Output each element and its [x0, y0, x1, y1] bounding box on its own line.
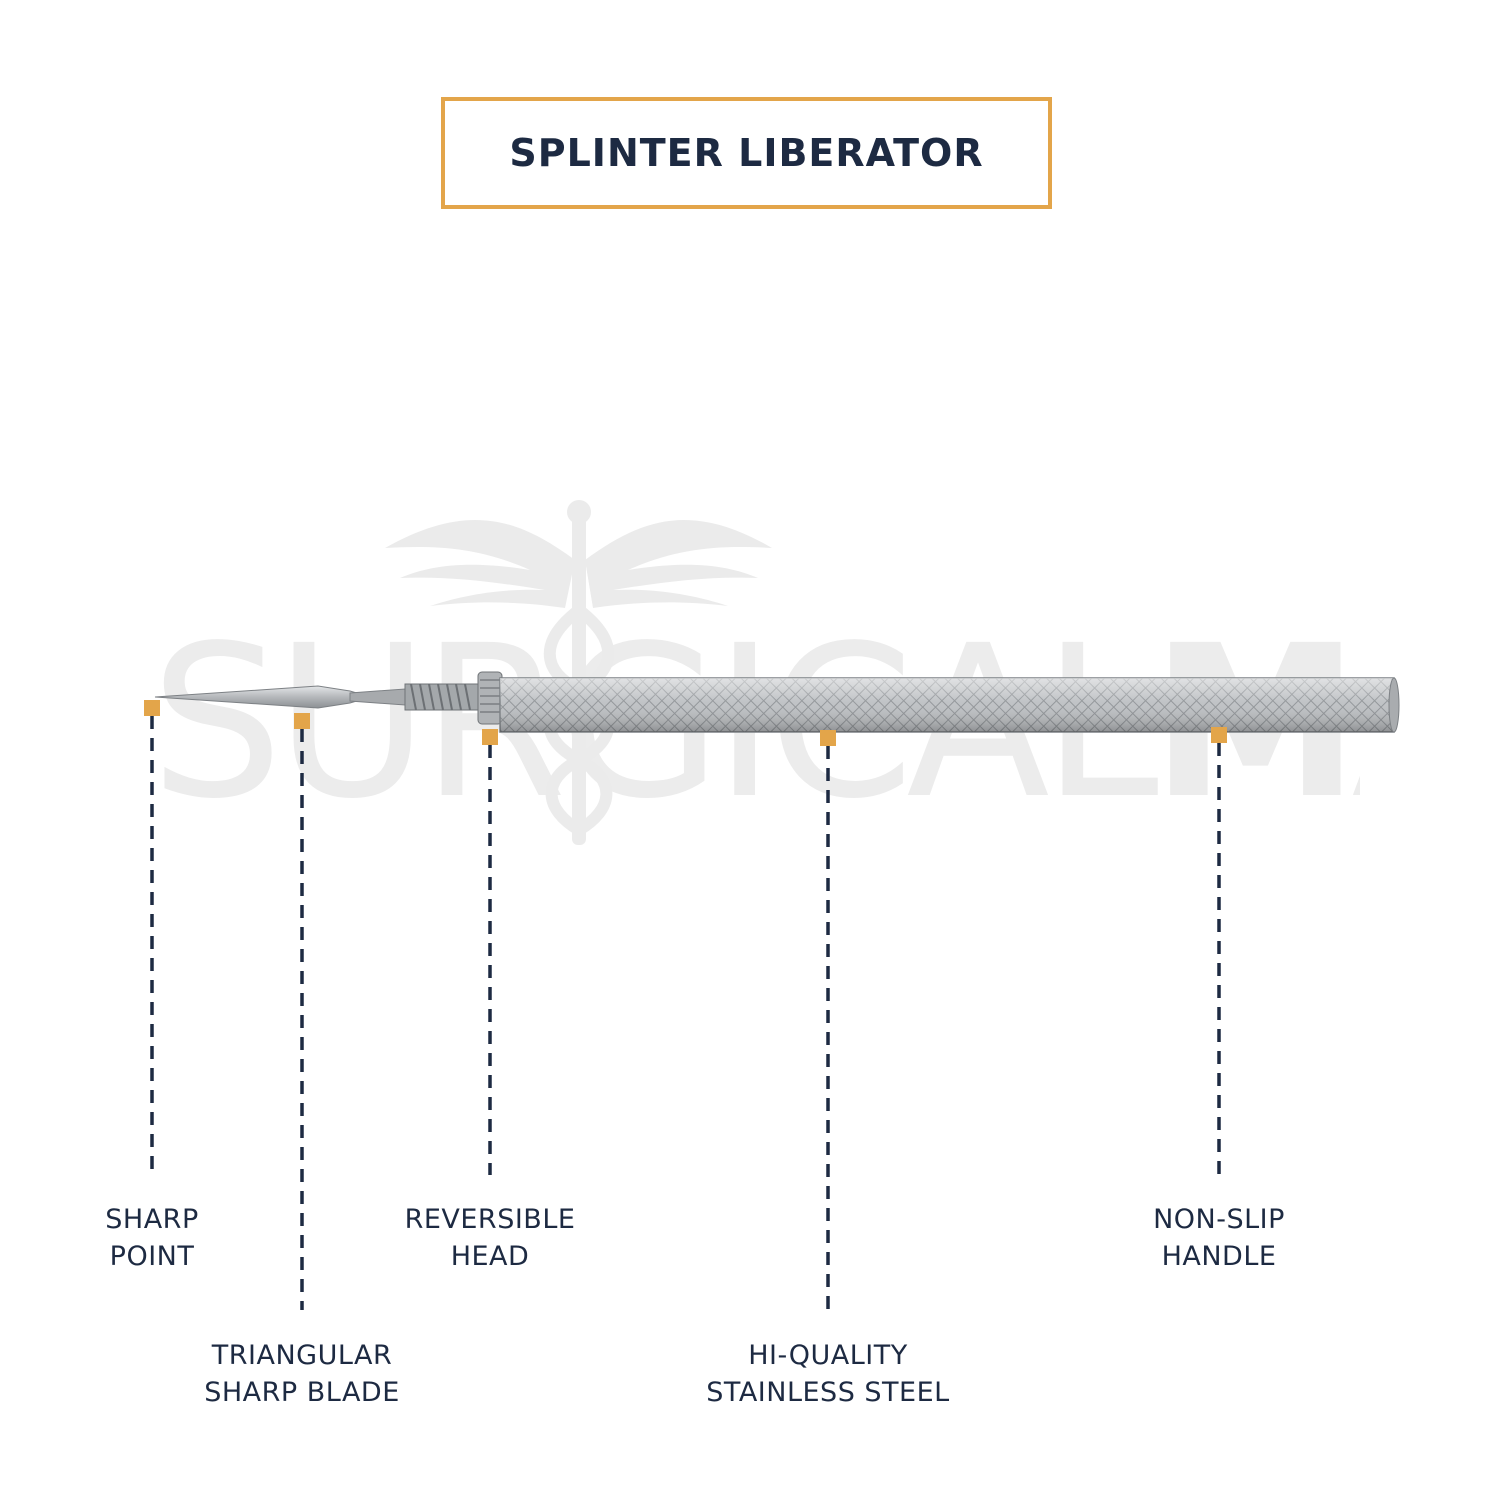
callout-line-2: POINT — [109, 1241, 195, 1272]
callout-non-slip-handle: NON-SLIP HANDLE — [1059, 1201, 1379, 1275]
callout-markers — [144, 700, 1227, 746]
callout-leaders — [150, 716, 1221, 1310]
marker-reversible-head — [482, 729, 498, 745]
callout-line-2: SHARP BLADE — [204, 1377, 400, 1408]
callout-sharp-point: SHARP POINT — [0, 1201, 312, 1275]
blade-neck — [349, 688, 406, 706]
callout-line-1: HI-QUALITY — [748, 1340, 908, 1371]
marker-non-slip-handle — [1211, 727, 1227, 743]
callout-line-2: STAINLESS STEEL — [706, 1377, 950, 1408]
marker-triangular-blade — [294, 713, 310, 729]
blade-point — [154, 685, 372, 709]
splinter-liberator-instrument — [154, 671, 1400, 733]
callout-triangular-blade: TRIANGULAR SHARP BLADE — [142, 1337, 462, 1411]
callout-line-2: HEAD — [450, 1241, 530, 1272]
handle-end-cap — [1388, 677, 1400, 733]
callout-stainless-steel: HI-QUALITY STAINLESS STEEL — [668, 1337, 988, 1411]
callout-line-1: NON-SLIP — [1153, 1204, 1285, 1235]
callout-line-1: TRIANGULAR — [211, 1340, 393, 1371]
callout-reversible-head: REVERSIBLE HEAD — [330, 1201, 650, 1275]
marker-sharp-point — [144, 700, 160, 716]
callout-line-1: REVERSIBLE — [404, 1204, 576, 1235]
page-title: SPLINTER LIBERATOR — [509, 131, 984, 175]
callout-line-2: HANDLE — [1161, 1241, 1277, 1272]
caduceus-watermark-icon — [385, 500, 772, 845]
title-box: SPLINTER LIBERATOR — [441, 97, 1052, 209]
callout-line-1: SHARP — [105, 1204, 199, 1235]
marker-stainless-steel — [820, 730, 836, 746]
